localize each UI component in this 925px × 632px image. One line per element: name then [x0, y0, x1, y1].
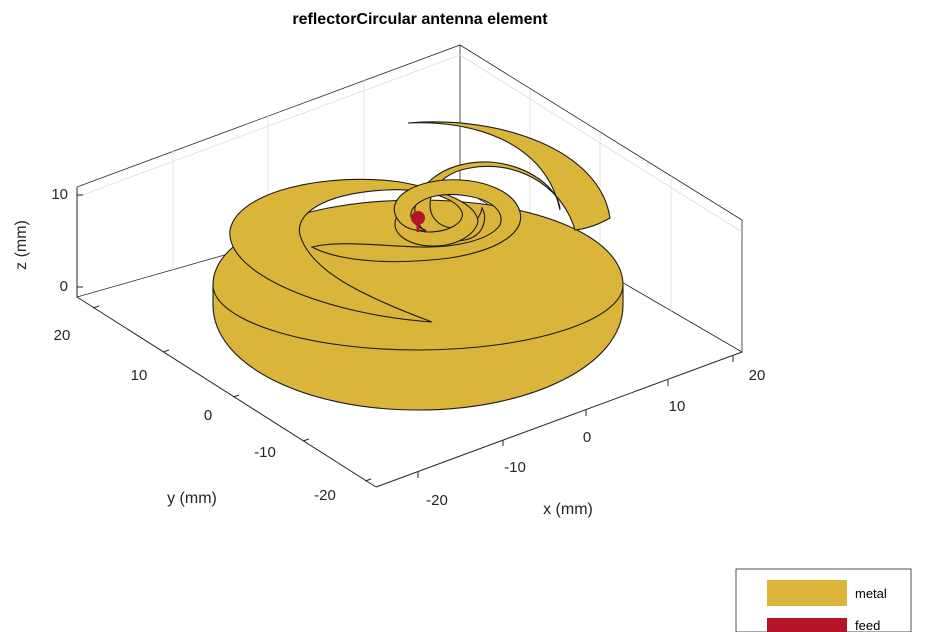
- x-tick-label: -20: [426, 492, 448, 509]
- y-tick: [92, 305, 100, 309]
- z-tick-label: 10: [51, 186, 68, 203]
- antenna-geometry: [212, 121, 624, 411]
- x-tick-label: 20: [749, 367, 766, 384]
- y-axis-line: [76, 296, 377, 488]
- y-tick-label: 10: [131, 367, 148, 384]
- legend-swatch-metal: [767, 580, 847, 606]
- y-tick: [162, 349, 170, 353]
- spiral-arm-left: [229, 178, 479, 323]
- x-axis-line: [375, 351, 743, 488]
- y-tick-label: 20: [54, 327, 71, 344]
- z-tick-label: 0: [60, 278, 68, 295]
- y-tick-labels: 20 10 0 -10 -20: [54, 327, 336, 504]
- x-axis-label: x (mm): [543, 501, 593, 518]
- y-tick: [232, 394, 240, 398]
- y-tick-label: -10: [254, 444, 276, 461]
- legend-swatch-feed: [767, 618, 847, 632]
- y-tick: [364, 478, 372, 482]
- z-tick-labels: 0 10: [51, 186, 68, 295]
- spiral-inner: [310, 179, 522, 263]
- x-tick-labels: -20 -10 0 10 20: [426, 367, 765, 509]
- legend-label-metal: metal: [855, 586, 887, 601]
- y-tick-label: -20: [314, 487, 336, 504]
- x-tick-label: -10: [504, 459, 526, 476]
- axes-box: [76, 44, 743, 488]
- y-tick-label: 0: [204, 407, 212, 424]
- grid-line: [76, 54, 743, 233]
- legend: metal feed: [735, 568, 912, 632]
- figure-title: reflectorCircular antenna element: [292, 11, 548, 28]
- z-axis-label: z (mm): [13, 220, 30, 270]
- x-tick-label: 10: [669, 398, 686, 415]
- y-axis-label: y (mm): [167, 490, 217, 507]
- x-tick-label: 0: [583, 429, 591, 446]
- y-tick: [302, 438, 310, 442]
- z-axis-ticks: [77, 194, 83, 288]
- legend-label-feed: feed: [855, 618, 880, 632]
- y-axis-ticks: [92, 305, 372, 482]
- x-axis-ticks: [417, 356, 734, 478]
